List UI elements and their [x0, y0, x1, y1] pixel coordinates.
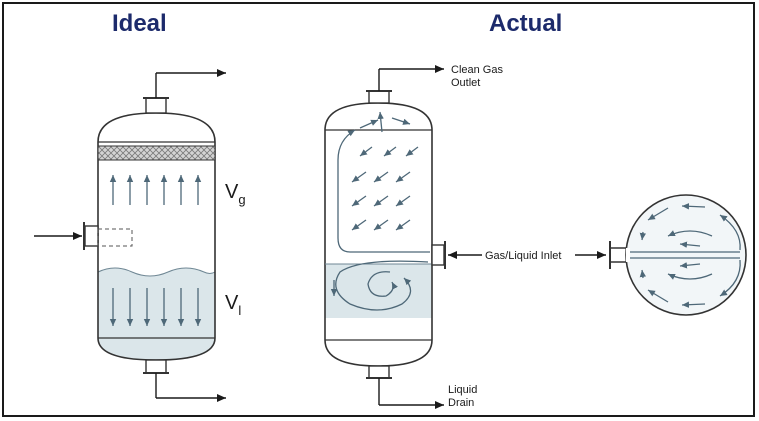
ideal-vessel: Vg Vl — [34, 69, 246, 402]
ideal-inlet-diverter — [97, 228, 133, 247]
actual-vessel — [324, 65, 482, 409]
actual-gas-flow-arrows — [337, 111, 430, 253]
ideal-mesh-pad — [97, 145, 216, 161]
cross-section-flow-arrows — [630, 203, 741, 308]
gas-velocity-label: Vg — [225, 181, 246, 207]
actual-liquid-swirl — [330, 260, 429, 311]
actual-vessel-shell — [324, 102, 433, 367]
liquid-drain-label: Liquid Drain — [448, 384, 480, 409]
gas-liquid-inlet-label: Gas/Liquid Inlet — [485, 250, 561, 262]
cross-section-view — [575, 194, 747, 316]
actual-title: Actual — [489, 10, 563, 37]
ideal-gas-flow-arrows — [109, 175, 202, 205]
clean-gas-outlet-label: Clean Gas Outlet — [451, 64, 506, 89]
ideal-title: Ideal — [112, 10, 167, 37]
ideal-liquid — [98, 268, 215, 360]
cross-section-shell — [625, 194, 747, 316]
liquid-velocity-label: Vl — [225, 292, 241, 318]
ideal-liquid-flow-arrows — [109, 288, 202, 326]
ideal-liquid-surface — [97, 267, 216, 277]
